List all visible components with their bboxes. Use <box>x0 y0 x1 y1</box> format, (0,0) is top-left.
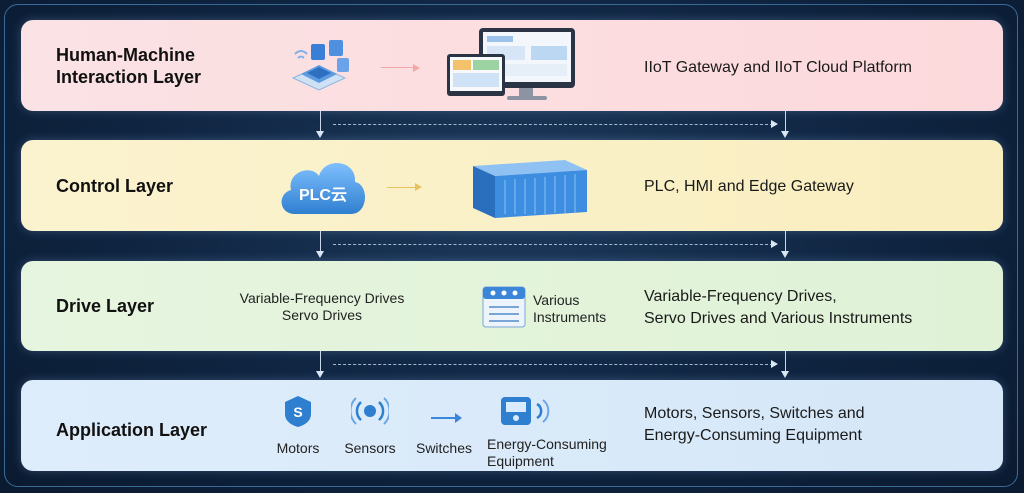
arrow-hmi-to-control-right <box>781 131 789 138</box>
energy-meter-icon <box>501 397 550 425</box>
sensor-icon <box>351 397 389 425</box>
application-summary: Motors, Sensors, Switches and Energy-Con… <box>644 405 865 444</box>
drive-summary: Variable-Frequency Drives, Servo Drives … <box>644 288 913 327</box>
edge-gateway-cabinet-icon <box>473 160 587 218</box>
arrow-drive-to-app-right <box>781 371 789 378</box>
control-layer: Control Layer PLC云 PLC, HMI and Edge G <box>21 140 1003 231</box>
control-layer-title: Control Layer <box>56 176 174 196</box>
instruments-label: Various Instruments <box>533 292 607 325</box>
computer-monitors-icon <box>447 28 575 100</box>
drives-label: Variable-Frequency Drives Servo Drives <box>239 290 405 323</box>
drive-layer: Drive Layer Variable-Frequency Drives Se… <box>21 261 1003 351</box>
arrow-control-to-drive-left <box>316 251 324 258</box>
control-summary: PLC, HMI and Edge Gateway <box>644 178 854 195</box>
svg-text:S: S <box>293 404 302 420</box>
drive-layer-title: Drive Layer <box>56 296 155 316</box>
arrow-control-to-drive-right <box>781 251 789 258</box>
motors-label: Motors <box>276 440 320 456</box>
hmi-summary: IIoT Gateway and IIoT Cloud Platform <box>644 59 912 76</box>
diagram-frame <box>4 4 1018 487</box>
arrow-drive-to-app-left <box>316 371 324 378</box>
sensors-label: Sensors <box>344 440 396 456</box>
arrow-hmi-to-control-left <box>316 131 324 138</box>
application-layer-title: Application Layer <box>56 420 208 440</box>
instrument-panel-icon <box>482 286 526 328</box>
svg-text:PLC云: PLC云 <box>299 187 347 204</box>
motor-icon: S <box>285 396 311 427</box>
hmi-layer-title: Human-Machine Interaction Layer <box>56 45 202 87</box>
control-flow-arrow <box>415 183 422 191</box>
application-layer: Application Layer S Motors Sensors Switc… <box>21 380 1003 471</box>
switches-label: Switches <box>415 440 473 456</box>
switch-arrow-icon <box>431 413 462 423</box>
hmi-flow-arrow <box>413 64 420 72</box>
hmi-layer: Human-Machine Interaction Layer IIoT Gat… <box>21 20 1003 111</box>
energy-equipment-label: Energy-Consuming Equipment <box>487 436 607 469</box>
plc-cloud-icon: PLC云 <box>281 163 366 214</box>
isometric-devices-icon <box>291 40 349 91</box>
